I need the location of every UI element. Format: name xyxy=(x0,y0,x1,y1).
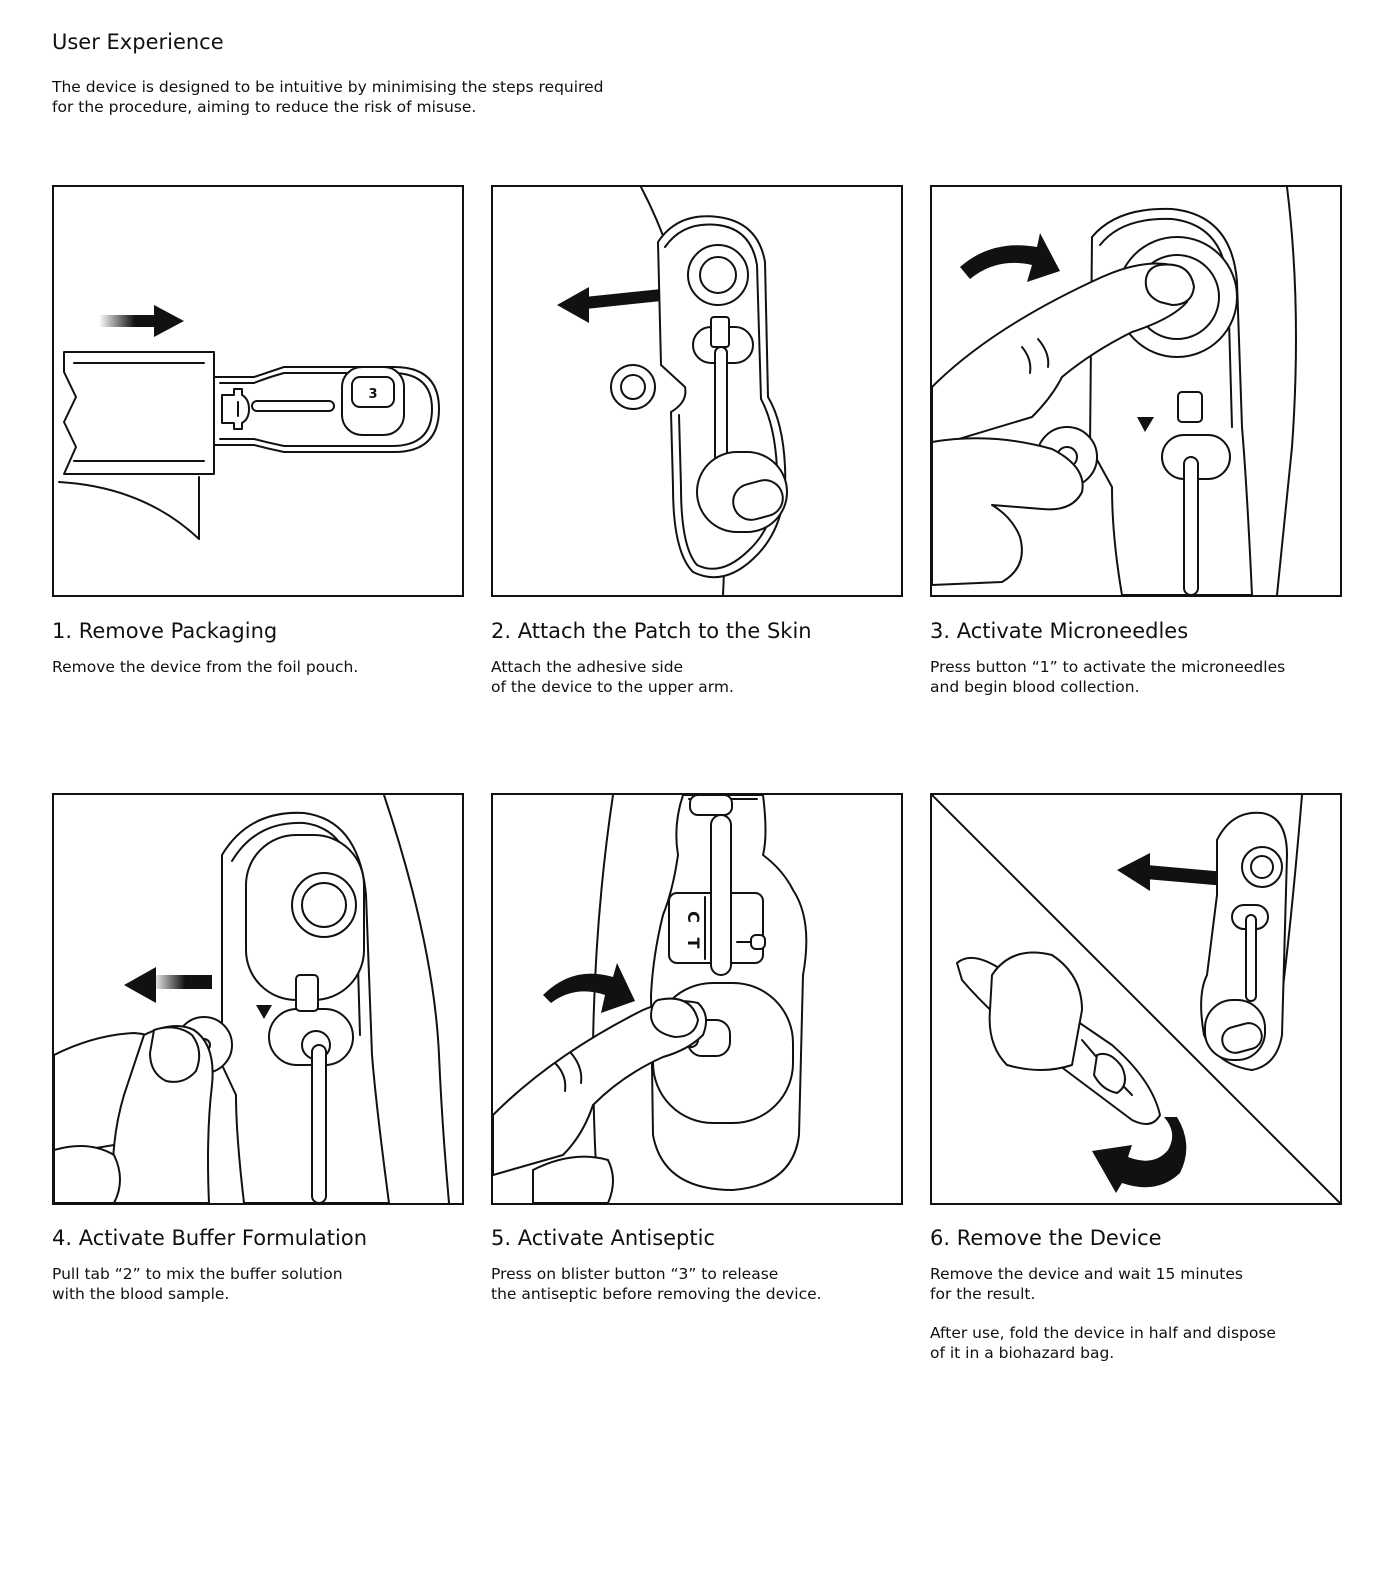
arrow-right-icon xyxy=(99,305,184,337)
step-5-description: Press on blister button “3” to release t… xyxy=(491,1264,911,1323)
device-patch xyxy=(610,215,788,579)
step-1-description: Remove the device from the foil pouch. xyxy=(52,657,472,696)
step-3-title: 3. Activate Microneedles xyxy=(930,619,1189,643)
test-line-label: T xyxy=(684,938,703,949)
step-6-description: Remove the device and wait 15 minutes fo… xyxy=(930,1264,1350,1382)
step-4-desc-para: Pull tab “2” to mix the buffer solution … xyxy=(52,1265,343,1303)
step-6-desc-para-2: After use, fold the device in half and d… xyxy=(930,1324,1276,1362)
step-3-description: Press button “1” to activate the microne… xyxy=(930,657,1350,716)
step-2-desc-para: Attach the adhesive side of the device t… xyxy=(491,658,734,696)
step-6-title: 6. Remove the Device xyxy=(930,1226,1162,1250)
blister-number-label: 3 xyxy=(368,387,377,402)
step-4-illustration xyxy=(52,793,464,1205)
intro-line-1: The device is designed to be intuitive b… xyxy=(52,78,604,96)
step-6-illustration xyxy=(930,793,1342,1205)
step-3-illustration xyxy=(930,185,1342,597)
step-3-desc-para: Press button “1” to activate the microne… xyxy=(930,658,1286,696)
step-4-title: 4. Activate Buffer Formulation xyxy=(52,1226,367,1250)
step-5-desc-para: Press on blister button “3” to release t… xyxy=(491,1265,822,1303)
device-strip: 3 xyxy=(213,366,440,453)
step-5-illustration: C T xyxy=(491,793,903,1205)
control-line-label: C xyxy=(684,911,703,923)
finger-hand xyxy=(932,262,1195,586)
rotate-arrow-icon xyxy=(1092,1117,1187,1193)
arrow-left-icon xyxy=(1117,853,1222,891)
page-title: User Experience xyxy=(52,30,224,54)
step-2-description: Attach the adhesive side of the device t… xyxy=(491,657,911,716)
curved-arrow-icon xyxy=(543,963,635,1013)
removed-device xyxy=(956,951,1161,1125)
arrow-left-icon xyxy=(557,287,661,323)
device-patch: C T xyxy=(650,795,808,1191)
step-2-title: 2. Attach the Patch to the Skin xyxy=(491,619,812,643)
step-4-description: Pull tab “2” to mix the buffer solution … xyxy=(52,1264,472,1323)
step-6-desc-para-1: Remove the device and wait 15 minutes fo… xyxy=(930,1265,1243,1303)
step-1-illustration: 3 xyxy=(52,185,464,597)
pulling-hand xyxy=(54,1025,214,1203)
step-2-illustration xyxy=(491,185,903,597)
step-1-title: 1. Remove Packaging xyxy=(52,619,278,643)
intro-line-2: for the procedure, aiming to reduce the … xyxy=(52,98,477,116)
finger-hand xyxy=(493,997,708,1203)
step-5-title: 5. Activate Antiseptic xyxy=(491,1226,715,1250)
foil-pouch xyxy=(63,351,215,475)
device-patch xyxy=(175,811,390,1203)
arrow-left-icon xyxy=(124,967,212,1003)
intro-text: The device is designed to be intuitive b… xyxy=(52,77,672,117)
device-patch xyxy=(1200,811,1288,1071)
step-1-desc-para: Remove the device from the foil pouch. xyxy=(52,658,359,676)
curved-arrow-icon xyxy=(960,233,1060,282)
